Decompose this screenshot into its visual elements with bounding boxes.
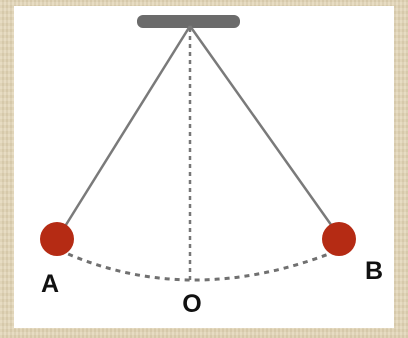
label-b: B <box>364 257 384 285</box>
label-o: O <box>182 290 202 318</box>
string-to-b <box>188 25 341 237</box>
diagram-canvas <box>14 6 394 328</box>
label-a: A <box>40 270 60 298</box>
string-to-a <box>57 25 192 237</box>
support-bar <box>137 15 240 28</box>
bob-a <box>40 222 74 256</box>
bob-b <box>322 222 356 256</box>
swing-arc <box>58 248 340 282</box>
